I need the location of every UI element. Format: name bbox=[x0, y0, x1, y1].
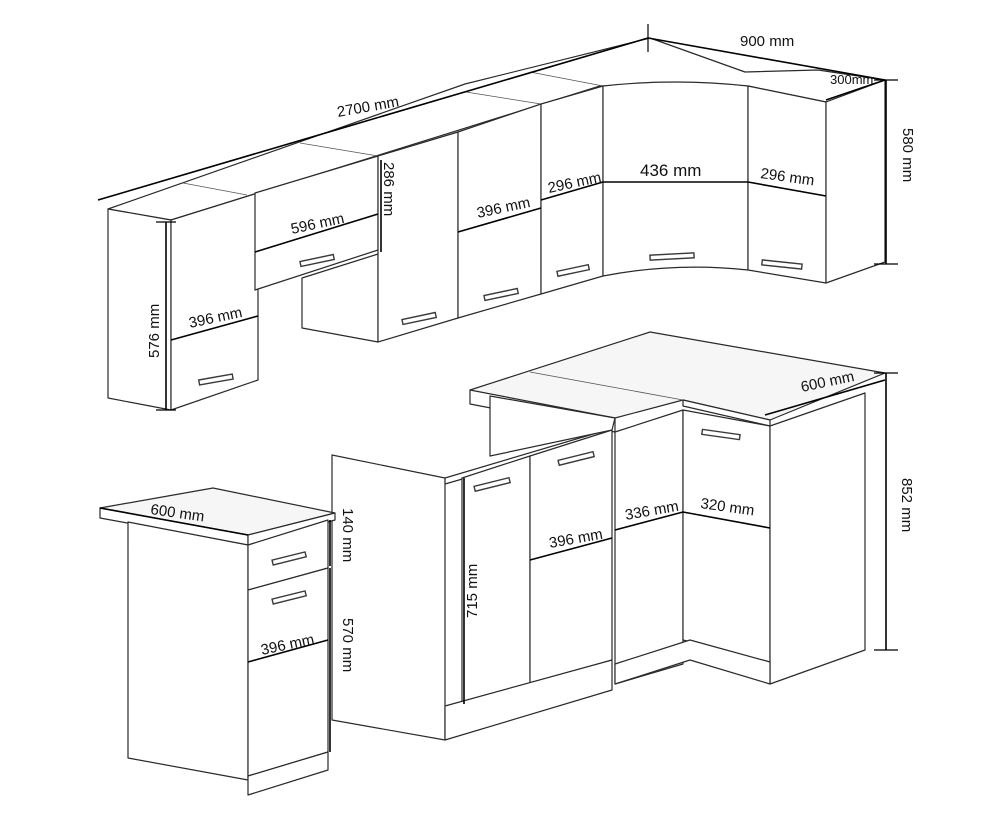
label-upper-left-height: 576 mm bbox=[146, 304, 163, 358]
handle-icon bbox=[271, 590, 308, 605]
handle-icon bbox=[557, 450, 596, 467]
label-drawer-door-height: 570 mm bbox=[339, 618, 356, 672]
upper-left-front bbox=[170, 192, 259, 411]
handle-icon bbox=[401, 311, 438, 326]
handle-icon bbox=[197, 373, 234, 386]
label-upper-corner-depth: 300mm bbox=[830, 72, 873, 87]
lower-back-box bbox=[489, 395, 616, 457]
lower-sink-base bbox=[444, 659, 613, 741]
lower-cabinet-run bbox=[331, 331, 886, 741]
dimension-lines bbox=[97, 24, 898, 752]
drawer-unit-side bbox=[127, 521, 249, 781]
drawer-unit-top-right bbox=[247, 512, 336, 546]
handle-icon bbox=[556, 263, 591, 278]
drawer-plinth bbox=[247, 751, 329, 796]
lower-corner-front bbox=[614, 409, 684, 685]
lower-end-panel bbox=[331, 454, 446, 741]
label-upper-height: 580 mm bbox=[899, 128, 916, 182]
label-upper-corner-door-width: 436 mm bbox=[640, 161, 701, 180]
label-upper-corner-width: 900 mm bbox=[740, 33, 794, 50]
handle-icon bbox=[761, 259, 803, 270]
label-upper-hood-height: 286 mm bbox=[380, 162, 397, 216]
label-drawer-height: 140 mm bbox=[339, 508, 356, 562]
lower-right-side bbox=[769, 392, 866, 685]
handle-icon bbox=[299, 253, 336, 268]
label-lower-door-height: 715 mm bbox=[464, 564, 481, 618]
label-lower-height: 852 mm bbox=[898, 478, 915, 532]
handle-icon bbox=[473, 476, 512, 493]
upper-cabinet-run bbox=[107, 37, 886, 411]
handle-icon bbox=[271, 551, 308, 566]
upper-right-side bbox=[825, 79, 886, 284]
lower-right-front bbox=[682, 409, 771, 663]
lower-corner-base bbox=[614, 639, 771, 685]
handle-icon bbox=[483, 287, 520, 302]
drawer-unit bbox=[99, 487, 336, 796]
handle-icon bbox=[700, 428, 741, 441]
handle-icon bbox=[649, 252, 695, 261]
